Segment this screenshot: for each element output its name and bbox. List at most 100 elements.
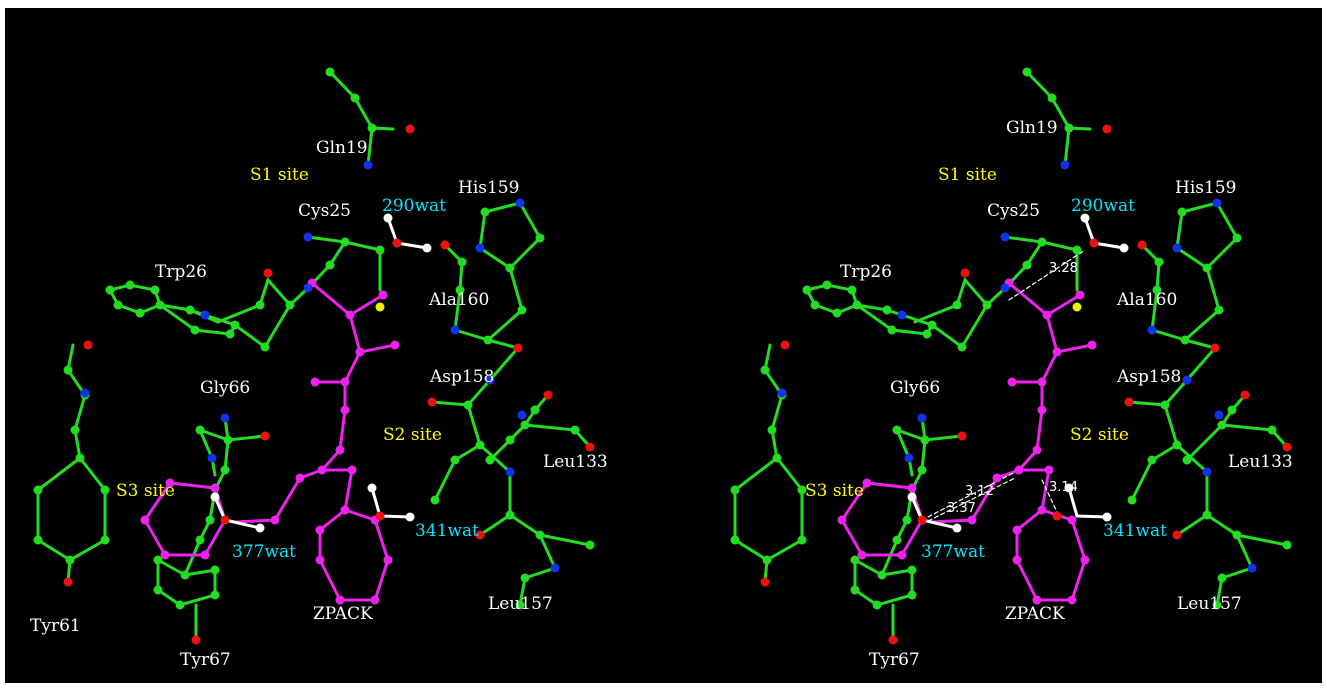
- atom: [952, 523, 962, 533]
- bond: [1025, 70, 1092, 131]
- distance-label-2: 3.12: [965, 484, 994, 499]
- atom: [70, 425, 80, 435]
- atom: [1214, 305, 1224, 315]
- atom: [325, 260, 335, 270]
- label-gly66: Gly66: [200, 378, 250, 398]
- atom: [530, 405, 540, 415]
- atom: [952, 300, 962, 310]
- atom: [850, 555, 860, 565]
- label-leu157: Leu157: [1177, 594, 1242, 614]
- atom: [535, 530, 545, 540]
- atom: [1202, 510, 1212, 520]
- atom: [195, 425, 205, 435]
- label-377wat: 377wat: [921, 542, 985, 562]
- label-s2-site: S2 site: [1070, 425, 1129, 445]
- atom: [263, 268, 273, 278]
- atom: [585, 540, 595, 550]
- atom: [340, 237, 350, 247]
- bond: [1045, 293, 1082, 317]
- distance-label-4: 3.14: [1049, 480, 1078, 495]
- atom: [1080, 555, 1090, 565]
- atom: [897, 550, 907, 560]
- atom: [857, 550, 867, 560]
- atom: [1022, 260, 1032, 270]
- atom: [917, 465, 927, 475]
- atom: [762, 555, 772, 565]
- bond: [1235, 533, 1289, 547]
- atom: [904, 453, 914, 463]
- atom: [505, 467, 515, 477]
- atom: [1037, 237, 1047, 247]
- atom: [505, 263, 515, 273]
- atom: [1037, 505, 1047, 515]
- label-ala160: Ala160: [1116, 290, 1177, 310]
- atom: [1075, 290, 1085, 300]
- atom: [505, 510, 515, 520]
- atom: [917, 413, 927, 423]
- label-asp158: Asp158: [1116, 367, 1181, 387]
- atom: [220, 515, 230, 525]
- atom: [135, 308, 145, 318]
- atom: [1282, 540, 1292, 550]
- right-atoms: [730, 67, 1292, 645]
- label-trp26: Trp26: [840, 262, 892, 282]
- atom: [1180, 335, 1190, 345]
- atom: [517, 410, 527, 420]
- atom: [1214, 410, 1224, 420]
- distance-line: [1008, 249, 1086, 301]
- label-gln19: Gln19: [316, 138, 368, 158]
- atom: [1000, 232, 1010, 242]
- atom: [1127, 495, 1137, 505]
- bond: [478, 201, 542, 270]
- atom: [505, 435, 515, 445]
- bond: [1140, 243, 1161, 332]
- atom: [155, 300, 165, 310]
- atom: [295, 473, 305, 483]
- bond: [197, 427, 230, 477]
- atom: [780, 340, 790, 350]
- distance-label-1: 3.28: [1049, 261, 1078, 276]
- label-cys25: Cys25: [298, 201, 351, 221]
- atom: [882, 305, 892, 315]
- bond: [1185, 393, 1247, 462]
- atom: [367, 483, 377, 493]
- atom: [1037, 405, 1047, 415]
- atom: [992, 473, 1002, 483]
- label-his159: His159: [458, 178, 519, 198]
- atom: [772, 453, 782, 463]
- atom: [210, 590, 220, 600]
- atom: [1212, 198, 1222, 208]
- atom: [515, 198, 525, 208]
- atom: [1282, 442, 1292, 452]
- atom: [802, 285, 812, 295]
- label-341wat: 341wat: [415, 521, 479, 541]
- bond: [894, 427, 927, 477]
- atom: [897, 310, 907, 320]
- atom: [730, 485, 740, 495]
- atom: [63, 365, 73, 375]
- atom: [205, 515, 215, 525]
- atom: [570, 425, 580, 435]
- atom: [872, 600, 882, 610]
- atom: [1232, 233, 1242, 243]
- atom: [1137, 240, 1147, 250]
- atom: [907, 492, 917, 502]
- atom: [350, 93, 360, 103]
- atom: [1227, 405, 1237, 415]
- distance-line: [1041, 479, 1058, 513]
- atom: [195, 535, 205, 545]
- atom: [1022, 67, 1032, 77]
- atom: [1172, 440, 1182, 450]
- atom: [1202, 263, 1212, 273]
- bond: [433, 403, 482, 502]
- atom: [822, 280, 832, 290]
- atom: [190, 325, 200, 335]
- atom: [450, 325, 460, 335]
- atom: [140, 515, 150, 525]
- atom: [191, 635, 201, 645]
- bond: [328, 70, 395, 131]
- atom: [892, 425, 902, 435]
- atom: [325, 67, 335, 77]
- atom: [153, 585, 163, 595]
